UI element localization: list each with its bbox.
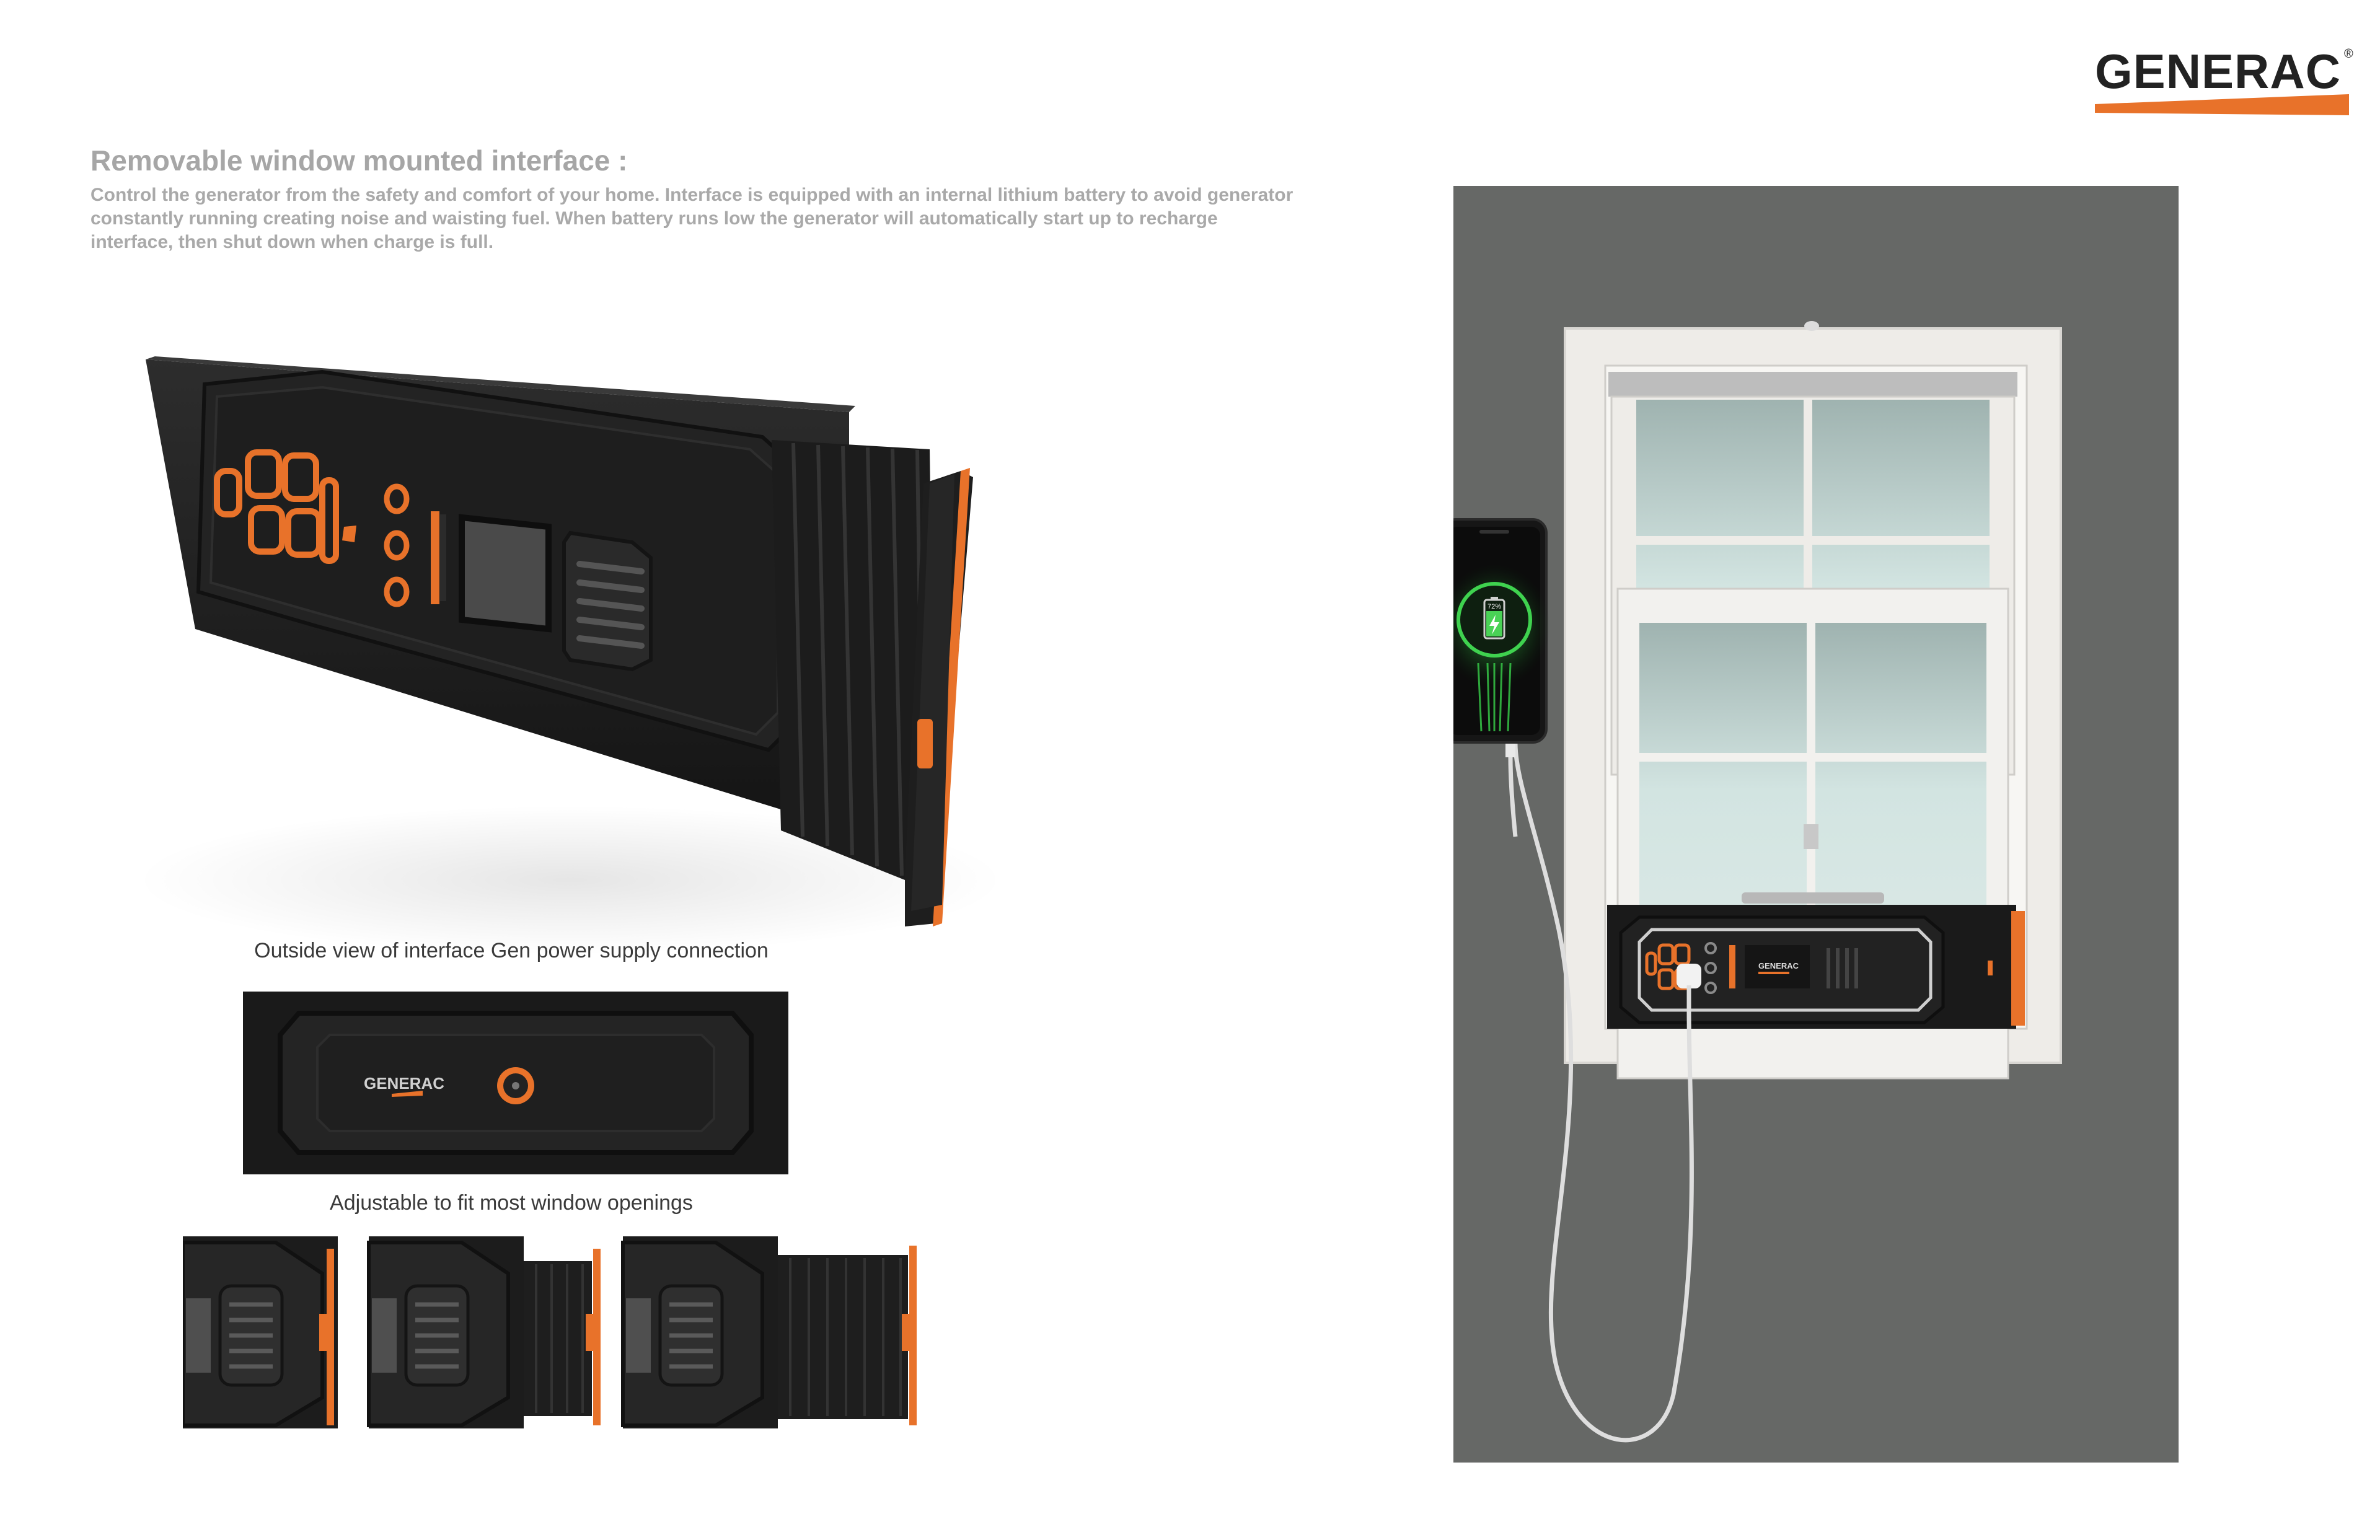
outside-logo-text: GENERAC — [364, 1074, 444, 1093]
outside-view-panel: GENERAC — [243, 992, 788, 1174]
adjustable-variants — [183, 1236, 917, 1428]
page-title: Removable window mounted interface : — [90, 144, 628, 177]
variant-fully-extended — [621, 1236, 917, 1428]
interface-3d-render — [136, 356, 1004, 954]
lcd-screen — [459, 514, 552, 633]
usb-port[interactable] — [1677, 964, 1701, 988]
sash-handle[interactable] — [1742, 892, 1884, 904]
caption-adjustable: Adjustable to fit most window openings — [330, 1191, 693, 1215]
control-buttons — [384, 483, 410, 607]
vent-grille — [562, 530, 653, 672]
logo-swoosh-icon — [2095, 94, 2349, 115]
generac-logo: GENERAC ® — [2095, 43, 2355, 118]
registered-mark: ® — [2344, 47, 2353, 61]
installed-interface-unit: GENERAC — [1607, 905, 2025, 1029]
battery-percent: 72% — [1488, 603, 1501, 610]
digital-display-icon — [214, 449, 339, 564]
window-scene: GENERAC 72% — [1453, 186, 2179, 1463]
smartphone: 72% — [1453, 518, 1550, 837]
variant-closed — [183, 1236, 338, 1428]
page-description: Control the generator from the safety an… — [90, 185, 1294, 252]
variant-half-extended — [367, 1236, 601, 1428]
battery-icon — [1483, 597, 1505, 640]
unit-logo-text: GENERAC — [1758, 961, 1799, 970]
charging-cable — [1513, 743, 1694, 1443]
charge-flow-lines — [1477, 662, 1512, 732]
power-connector-icon — [497, 1067, 534, 1104]
caption-outside-view: Outside view of interface Gen power supp… — [254, 939, 769, 962]
logo-text: GENERAC — [2095, 44, 2342, 99]
